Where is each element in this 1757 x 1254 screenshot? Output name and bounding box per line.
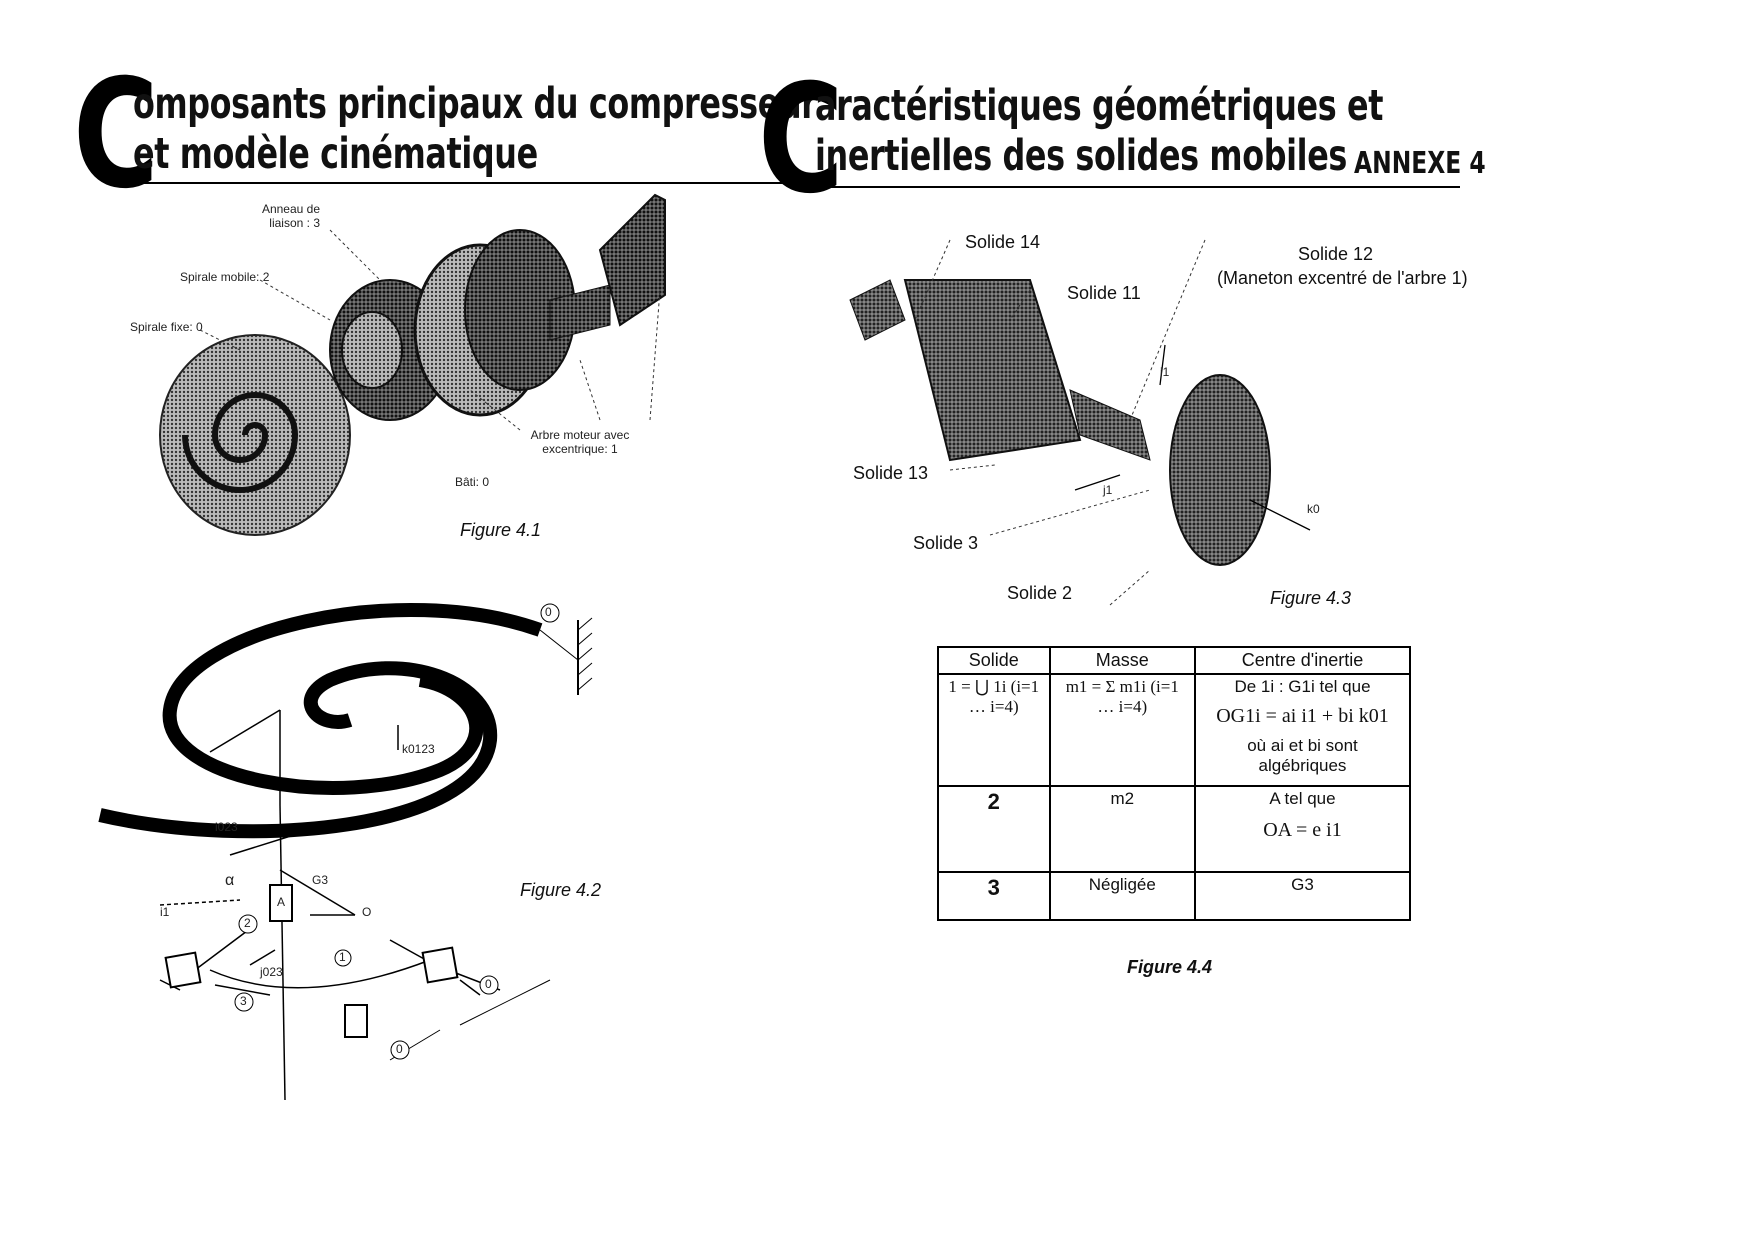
inertia-table: Solide Masse Centre d'inertie 1 = ⋃ 1i (… <box>937 646 1412 921</box>
label-A: A <box>277 895 286 909</box>
table-row: 3 Négligée G3 <box>937 871 1412 921</box>
left-title-rule <box>135 182 785 184</box>
cell-masse: Négligée <box>1048 871 1196 921</box>
header-masse: Masse <box>1048 646 1196 675</box>
cell-masse: m1 = Σ m1i (i=1 … i=4) <box>1048 673 1196 787</box>
table-header-row: Solide Masse Centre d'inertie <box>937 646 1412 675</box>
right-title-rule <box>820 186 1460 188</box>
right-title-line2: inertielles des solides mobiles <box>815 131 1347 181</box>
label-G3: G3 <box>312 873 329 887</box>
label-vector-k0123: k0123 <box>402 742 435 756</box>
label-alpha: α <box>225 872 235 889</box>
label-solid-3: Solide 3 <box>913 533 979 553</box>
figure-4-3: Solide 14 Solide 11 Solide 12 (Maneton e… <box>820 210 1470 620</box>
fixed-scroll-shape <box>159 334 351 536</box>
cell-masse: m2 <box>1048 785 1196 873</box>
motor-shape <box>598 193 666 327</box>
label-vector-j023: j023 <box>260 965 283 979</box>
table-row: 1 = ⋃ 1i (i=1 … i=4) m1 = Σ m1i (i=1 … i… <box>937 673 1412 787</box>
counterweight-disk <box>1169 374 1271 566</box>
label-solid-2: Solide 2 <box>1007 583 1073 603</box>
left-title-dropcap: C <box>73 48 159 222</box>
label-frame: Bâti: 0 <box>455 475 490 489</box>
label-drive-shaft: Arbre moteur avec excentrique: 1 <box>530 428 630 456</box>
label-solid-1-3: Solide 13 <box>853 463 929 483</box>
cell-centre-line-c: où ai et bi sont algébriques <box>1247 736 1358 775</box>
spiral-band-outer <box>162 602 543 795</box>
rotor-diagram <box>849 239 1311 606</box>
right-title-line1: aractéristiques géométriques et <box>815 81 1384 131</box>
kinematic-model-diagram <box>98 602 593 1101</box>
fixed-scroll-spiral <box>182 392 299 493</box>
spiral-band-inner <box>98 661 498 839</box>
figure-4-4-caption: Figure 4.4 <box>1127 957 1213 977</box>
cell-solide: 1 = ⋃ 1i (i=1 … i=4) <box>937 673 1051 787</box>
cell-solide: 3 <box>937 871 1051 921</box>
annexe-label: ANNEXE 4 <box>1354 146 1486 181</box>
label-vector-k0: k0 <box>1307 502 1320 516</box>
cell-centre-line-a: De 1i : G1i tel que <box>1234 677 1371 696</box>
figure-4-1: Anneau de liaison : 3 Spirale mobile: 2 … <box>110 190 710 560</box>
label-ground-0-bottom: 0 <box>396 1042 403 1056</box>
label-vector-i1: i1 <box>1160 365 1170 379</box>
left-title-line2: et modèle cinématique <box>133 129 538 179</box>
cell-centre: De 1i : G1i tel que OG1i = ai i1 + bi k0… <box>1193 673 1412 787</box>
figure-4-1-caption: Figure 4.1 <box>460 520 542 540</box>
label-O: O <box>362 905 372 919</box>
label-solid-1-1: Solide 11 <box>1067 283 1141 303</box>
label-vector-i023: i023 <box>215 820 238 834</box>
figure-4-3-caption: Figure 4.3 <box>1270 588 1352 608</box>
compressor-exploded-view <box>159 193 666 536</box>
label-fixed-scroll: Spirale fixe: 0 <box>130 320 203 334</box>
cell-centre-line-b: OA = e i1 <box>1263 819 1342 841</box>
rotor-body <box>903 279 1082 462</box>
shaft-shape <box>549 284 611 341</box>
label-solid-2: 2 <box>244 916 251 930</box>
label-ground-0-right: 0 <box>485 977 492 991</box>
label-solid-1-2-desc: (Maneton excentré de l'arbre 1) <box>1217 268 1468 288</box>
left-title-line1: omposants principaux du compresseur <box>133 79 817 129</box>
table-row: 2 m2 A tel que OA = e i1 <box>937 785 1412 873</box>
label-coupling-ring: Anneau de liaison : 3 <box>261 202 320 230</box>
cell-solide: 2 <box>937 785 1051 873</box>
label-solid-1-2: Solide 12 <box>1298 244 1374 264</box>
label-solid-3: 3 <box>240 994 247 1008</box>
figure-4-2-caption: Figure 4.2 <box>520 880 602 900</box>
label-vector-i1: i1 <box>160 905 170 919</box>
header-centre: Centre d'inertie <box>1193 646 1412 675</box>
label-solid-1: 1 <box>339 950 346 964</box>
cell-centre: A tel que OA = e i1 <box>1193 785 1412 873</box>
cell-centre-line-b: OG1i = ai i1 + bi k01 <box>1216 705 1389 727</box>
figure-4-2: 0 2 3 1 0 0 k0123 i023 j023 i1 α G3 O A … <box>98 570 720 1101</box>
cell-centre-line-a: A tel que <box>1269 789 1336 808</box>
header-solide: Solide <box>937 646 1051 675</box>
label-ground-0-top: 0 <box>545 605 552 619</box>
cell-centre: G3 <box>1193 871 1412 921</box>
label-vector-j1: j1 <box>1103 483 1113 497</box>
label-solid-1-4: Solide 14 <box>965 232 1041 252</box>
label-mobile-scroll: Spirale mobile: 2 <box>180 270 270 284</box>
right-title-dropcap: C <box>758 53 844 227</box>
